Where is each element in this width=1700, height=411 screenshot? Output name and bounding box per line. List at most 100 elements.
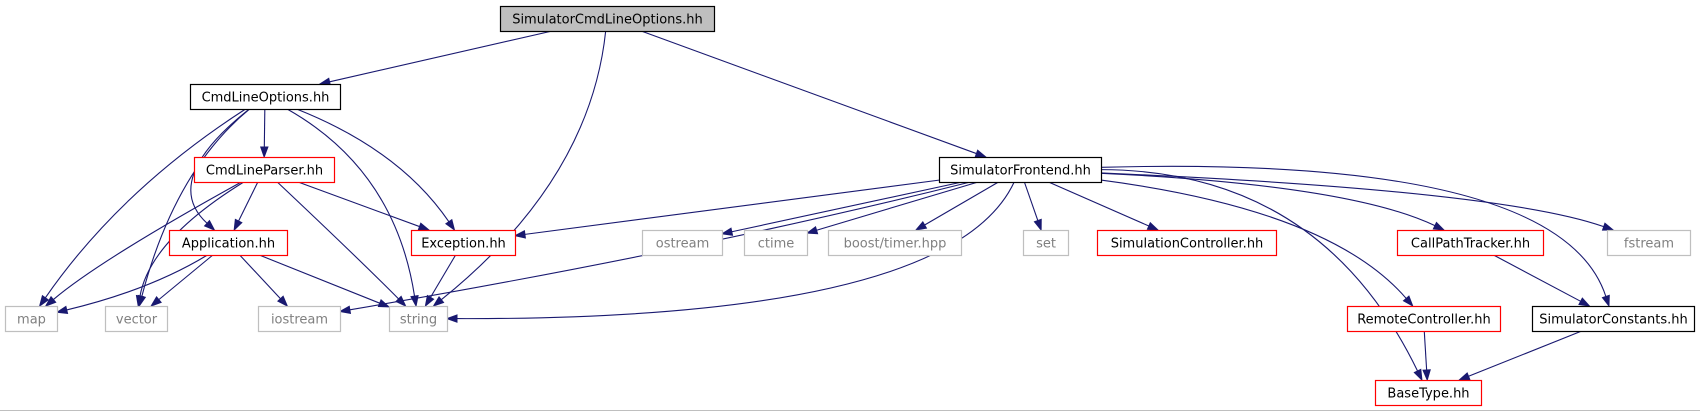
arrowhead: [1601, 294, 1610, 308]
edge-frontend-to-set: [1023, 181, 1042, 232]
arrowhead: [260, 146, 269, 159]
edge-line: [1100, 172, 1436, 227]
edge-parser-to-application: [233, 181, 259, 232]
arrowhead: [338, 305, 352, 314]
arrowhead: [1432, 221, 1446, 231]
node-box: [938, 156, 1103, 184]
node-label: Exception.hh: [421, 237, 506, 252]
edge-frontend-to-basetype: [1100, 169, 1423, 382]
edge-line: [1423, 330, 1428, 371]
edge-line: [731, 181, 963, 233]
node-label: SimulatorFrontend.hh: [950, 164, 1091, 179]
edge-remotectrl-to-basetype: [1422, 330, 1431, 382]
node-ctime: ctime: [743, 229, 809, 257]
node-box: [1374, 379, 1483, 407]
edge-frontend-to-ostream: [720, 181, 963, 236]
node-fstream: fstream: [1606, 229, 1692, 257]
edge-frontend-to-simconst: [1100, 165, 1610, 308]
node-set: set: [1022, 229, 1070, 257]
edge-cmdopt-to-vector: [137, 108, 251, 308]
node-cmdopt[interactable]: CmdLineOptions.hh: [189, 83, 342, 111]
arrowhead: [149, 295, 162, 307]
arrowhead: [445, 314, 458, 323]
edge-parser-to-map: [44, 181, 242, 307]
arrowhead: [277, 295, 289, 308]
node-label: Application.hh: [182, 237, 275, 252]
edge-line: [238, 181, 259, 222]
node-label: map: [17, 313, 46, 328]
edge-frontend-to-string: [445, 181, 1015, 323]
edge-cmdopt-to-map: [38, 108, 246, 308]
edge-line: [276, 181, 399, 300]
node-box: [1096, 229, 1278, 257]
node-box: [388, 305, 449, 333]
edge-application-to-string: [259, 254, 391, 308]
edge-cmdopt-to-string: [286, 108, 419, 308]
node-basetype[interactable]: BaseType.hh: [1374, 379, 1483, 407]
arrowhead: [233, 218, 243, 232]
node-parser[interactable]: CmdLineParser.hh: [193, 156, 336, 184]
node-box: [641, 229, 724, 257]
arrowhead: [1457, 372, 1471, 381]
node-exception[interactable]: Exception.hh: [410, 229, 517, 257]
edge-line: [1100, 169, 1419, 372]
node-box: [410, 229, 517, 257]
arrowhead: [203, 219, 216, 231]
node-iostream: iostream: [257, 305, 342, 333]
edge-application-to-vector: [149, 254, 214, 307]
node-label: vector: [116, 313, 158, 328]
arrowhead: [1033, 218, 1042, 232]
arrowhead: [1402, 295, 1414, 308]
node-label: SimulationController.hh: [1111, 237, 1264, 252]
node-box: [1396, 229, 1545, 257]
edge-line: [263, 108, 266, 148]
node-box: [193, 156, 336, 184]
node-simctrl[interactable]: SimulationController.hh: [1096, 229, 1278, 257]
edge-frontend-to-ctime: [805, 181, 979, 235]
edge-line: [524, 179, 940, 235]
edge-frontend-to-callpath: [1100, 172, 1446, 231]
node-box: [1022, 229, 1070, 257]
edge-line: [1493, 254, 1581, 302]
arrowhead: [1601, 222, 1615, 231]
arrowhead: [55, 305, 69, 315]
node-box: [1346, 305, 1502, 333]
arrowhead: [914, 220, 928, 231]
edge-simcmd-to-frontend: [641, 30, 988, 158]
edge-line: [1100, 172, 1604, 228]
node-remotectrl[interactable]: RemoteController.hh: [1346, 305, 1502, 333]
node-frontend[interactable]: SimulatorFrontend.hh: [938, 156, 1103, 184]
node-box: [1606, 229, 1692, 257]
node-box: [499, 5, 716, 33]
arrowhead: [38, 294, 50, 308]
node-simconst[interactable]: SimulatorConstants.hh: [1531, 305, 1696, 333]
node-label: string: [400, 313, 437, 328]
node-box: [827, 229, 963, 257]
node-application[interactable]: Application.hh: [168, 229, 289, 257]
node-label: fstream: [1624, 237, 1674, 252]
node-box: [257, 305, 342, 333]
arrowhead: [445, 218, 456, 232]
nodes-layer: SimulatorCmdLineOptions.hhCmdLineOptions…: [4, 5, 1696, 407]
edge-cmdopt-to-parser: [260, 108, 269, 159]
arrowhead: [417, 222, 431, 231]
edge-line: [297, 181, 420, 228]
arrowhead: [1578, 297, 1591, 307]
node-vector: vector: [104, 305, 169, 333]
node-callpath[interactable]: CallPathTracker.hh: [1396, 229, 1545, 257]
node-string: string: [388, 305, 449, 333]
edge-simcmd-to-string: [432, 30, 607, 307]
edge-simconst-to-basetype: [1457, 330, 1582, 381]
node-box: [743, 229, 809, 257]
edge-line: [440, 30, 607, 301]
node-label: ctime: [758, 237, 795, 252]
edge-simcmd-to-cmdopt: [318, 30, 553, 86]
node-simcmd[interactable]: SimulatorCmdLineOptions.hh: [499, 5, 716, 33]
node-label: CmdLineOptions.hh: [202, 91, 330, 106]
node-box: [189, 83, 342, 111]
edge-line: [53, 181, 242, 300]
edge-application-to-iostream: [239, 254, 289, 308]
edge-line: [239, 254, 281, 300]
edge-line: [66, 254, 208, 311]
